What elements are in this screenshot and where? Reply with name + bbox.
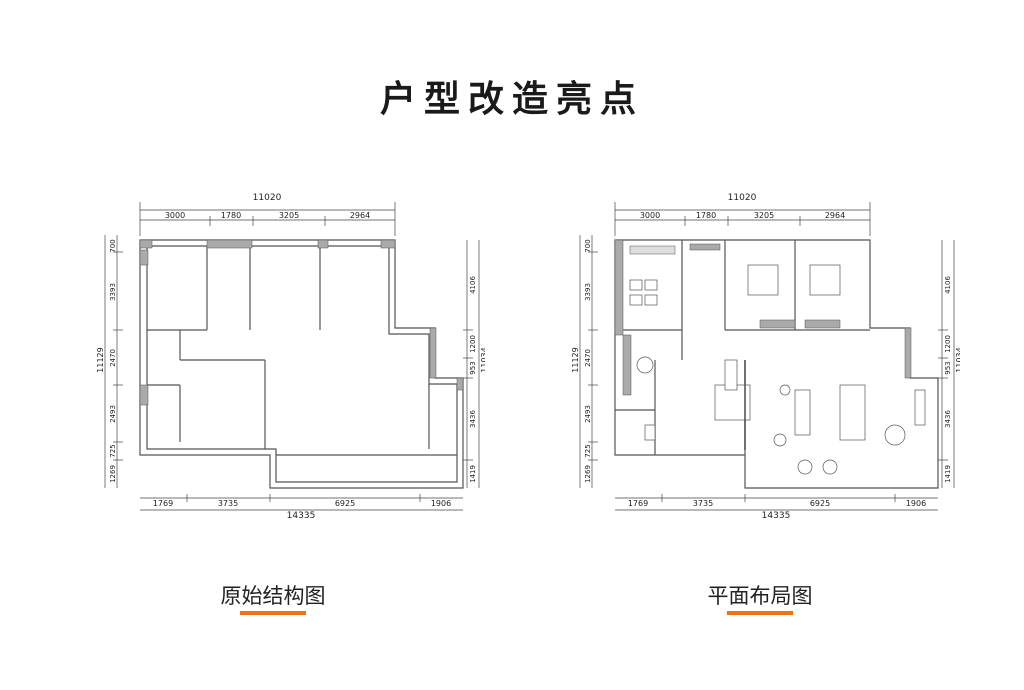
dim-right-3: 953 <box>944 361 952 374</box>
dim-top-total: 11020 <box>728 193 757 203</box>
dim-right-4: 3436 <box>944 410 952 428</box>
dim-top-2: 1780 <box>696 211 716 220</box>
dim-left-3: 2470 <box>584 349 592 367</box>
dim-top-total: 11020 <box>253 193 282 203</box>
original-structure-caption: 原始结构图 <box>220 584 326 608</box>
dim-bottom-4: 1906 <box>906 499 926 508</box>
original-structure-floorplan: 11020 3000 1780 3205 2964 1769 3735 6925… <box>96 193 485 520</box>
caption-underline <box>727 611 793 615</box>
dim-right-total: 11034 <box>955 347 960 372</box>
dim-top-4: 2964 <box>350 211 370 220</box>
dim-right-total: 11034 <box>480 347 485 372</box>
dim-right-2: 1200 <box>944 335 952 353</box>
dim-left-5: 725 <box>584 444 592 457</box>
page-title: 户型改造亮点 <box>379 79 644 120</box>
dim-top-1: 3000 <box>640 211 660 220</box>
dim-left-4: 2493 <box>584 405 592 423</box>
dim-right-5: 1419 <box>469 465 477 483</box>
floor-layout-caption: 平面布局图 <box>707 584 813 608</box>
dim-left-1: 700 <box>109 239 117 252</box>
dim-right-1: 4106 <box>469 276 477 294</box>
dim-left-6: 1269 <box>584 465 592 483</box>
dim-bottom-1: 1769 <box>628 499 648 508</box>
dim-bottom-2: 3735 <box>693 499 713 508</box>
dim-top-2: 1780 <box>221 211 241 220</box>
dim-bottom-1: 1769 <box>153 499 173 508</box>
dim-left-2: 3393 <box>584 283 592 301</box>
dim-left-total: 11129 <box>96 347 105 372</box>
dim-bottom-total: 14335 <box>762 511 791 520</box>
dim-right-4: 3436 <box>469 410 477 428</box>
dim-right-3: 953 <box>469 361 477 374</box>
dim-left-3: 2470 <box>109 349 117 367</box>
dim-bottom-total: 14335 <box>287 511 316 520</box>
dim-left-total: 11129 <box>571 347 580 372</box>
caption-underline <box>240 611 306 615</box>
dim-left-6: 1269 <box>109 465 117 483</box>
dim-bottom-4: 1906 <box>431 499 451 508</box>
dim-top-1: 3000 <box>165 211 185 220</box>
furnished-layout-floorplan: 11020 3000 1780 3205 2964 1769 3735 6925… <box>571 193 960 520</box>
dim-left-1: 700 <box>584 239 592 252</box>
dim-right-1: 4106 <box>944 276 952 294</box>
dim-bottom-3: 6925 <box>810 499 830 508</box>
dim-left-5: 725 <box>109 444 117 457</box>
dim-left-2: 3393 <box>109 283 117 301</box>
dim-bottom-3: 6925 <box>335 499 355 508</box>
dim-top-3: 3205 <box>754 211 774 220</box>
dim-bottom-2: 3735 <box>218 499 238 508</box>
dim-top-3: 3205 <box>279 211 299 220</box>
dim-right-2: 1200 <box>469 335 477 353</box>
dim-left-4: 2493 <box>109 405 117 423</box>
dim-top-4: 2964 <box>825 211 845 220</box>
dim-right-5: 1419 <box>944 465 952 483</box>
